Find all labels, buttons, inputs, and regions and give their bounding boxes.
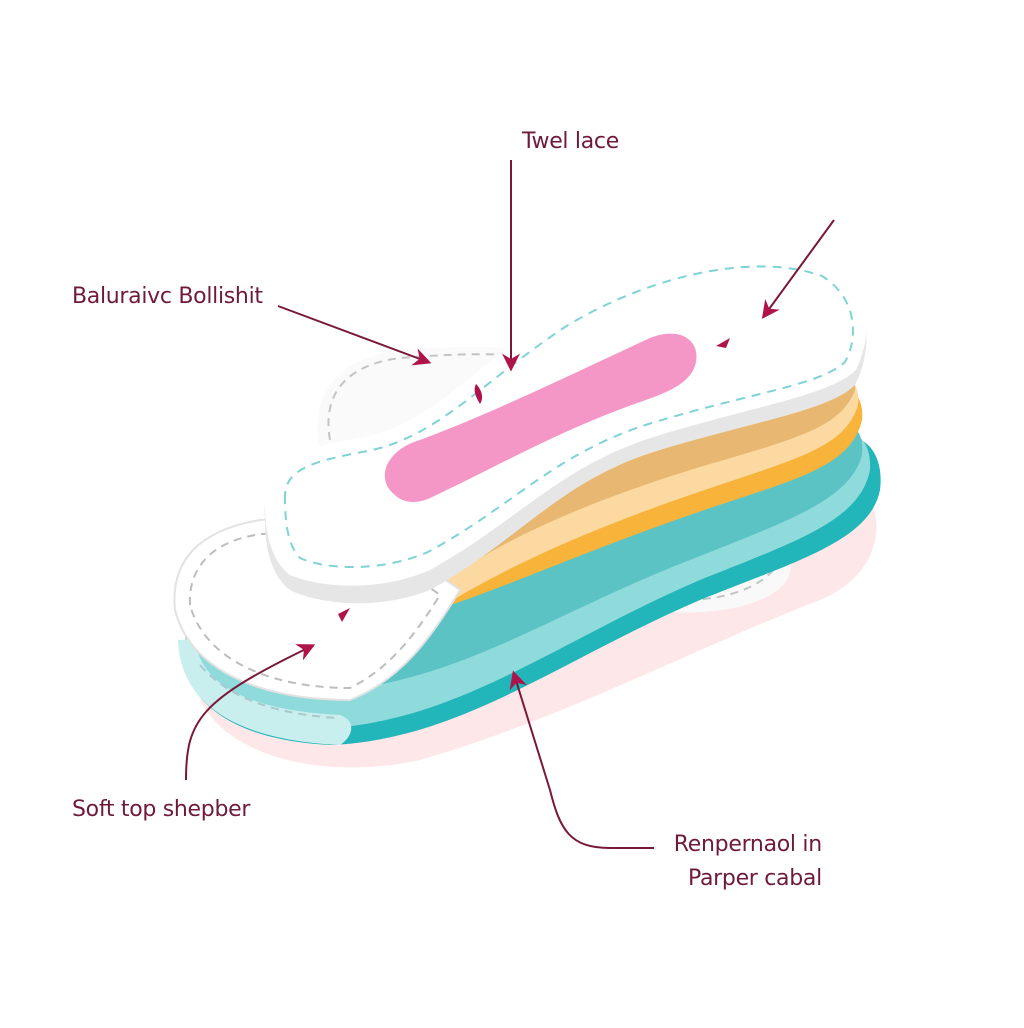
small-arrow-marker	[716, 338, 730, 348]
arrow-bottom-right	[509, 670, 654, 849]
label-bottom-left: Soft top shepber	[72, 797, 251, 822]
label-top: Twel lace	[522, 129, 619, 154]
small-arrow-marker	[338, 608, 350, 622]
light-teal-front-strip	[178, 640, 352, 745]
label-bottom-right-line2: Parper cabal	[688, 866, 822, 892]
small-arrow-marker	[474, 384, 483, 404]
arrow-top-right	[761, 219, 835, 319]
label-left: Baluraivc Bollishit	[72, 284, 263, 309]
label-bottom-right: Renpernaol in Parper cabal	[670, 832, 822, 893]
absorbent-core-strip	[384, 333, 697, 502]
top-sheet-stitching	[283, 265, 855, 568]
arrow-bottom-left	[185, 644, 316, 781]
label-bottom-right-line1: Renpernaol in	[673, 832, 822, 857]
arrow-left	[277, 305, 432, 366]
